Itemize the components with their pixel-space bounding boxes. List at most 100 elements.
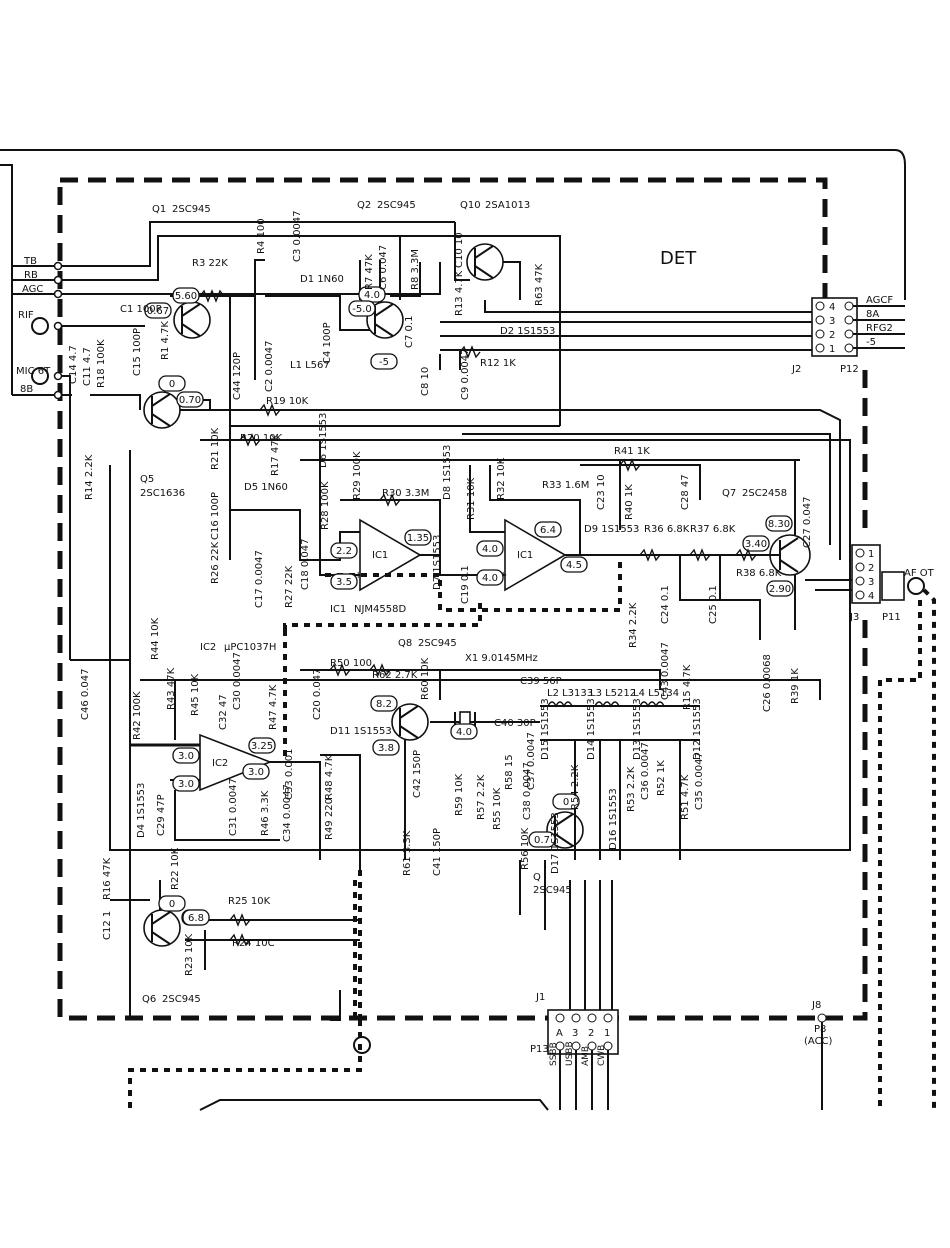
- voltage-marker: 0: [158, 895, 186, 912]
- voltage-marker: 3.40: [742, 535, 770, 552]
- label-c6: C6 0.047: [378, 245, 389, 290]
- input-label-rif: RIF: [18, 310, 34, 321]
- svg-text:1: 1: [829, 344, 835, 355]
- label-r41: R41 1K: [614, 446, 650, 457]
- bottom-outputs: [128, 990, 549, 1111]
- voltage-value: 4.0: [482, 544, 498, 555]
- ic2-part: μPC1037H: [224, 642, 276, 653]
- label-r21: R21 10K: [210, 427, 221, 470]
- label-c30: C30 0.0047: [232, 652, 243, 710]
- label-c20: C20 0.047: [312, 668, 323, 720]
- voltage-marker: 2.2: [330, 542, 358, 559]
- label-c39: C39 56P: [520, 676, 562, 687]
- label-c7: C7 0.1: [404, 316, 415, 348]
- label-r24: R24 10C: [232, 938, 275, 949]
- l3-label: L3 L5212: [590, 688, 636, 699]
- label-r39: R39 1K: [790, 668, 801, 704]
- input-label-tb: TB: [23, 256, 37, 267]
- outer-bus-left: [0, 164, 13, 395]
- label-r18: R18 100K: [96, 339, 107, 388]
- j3-plug: P11: [882, 612, 901, 623]
- svg-text:A: A: [556, 1028, 563, 1039]
- label-r34: R34 2.2K: [628, 602, 639, 648]
- label-c35: C35 0.0047: [694, 752, 705, 810]
- label-c2: C2 0.0047: [264, 340, 275, 392]
- voltage-value: 6.4: [540, 525, 556, 536]
- label-d14: D14 1S1553: [586, 698, 597, 760]
- label-r16: R16 47K: [102, 857, 113, 900]
- label-c28: C28 47: [680, 474, 691, 510]
- label-r26: R26 22K: [210, 541, 221, 584]
- voltage-value: 8.30: [768, 519, 790, 530]
- svg-text:2: 2: [868, 563, 874, 574]
- label-r53: R53 2.2K: [626, 766, 637, 812]
- l2-label: L2 L3133: [547, 688, 593, 699]
- j1-signal-usbb: USBB: [565, 1041, 575, 1066]
- label-c31: C31 0.0047: [228, 778, 239, 836]
- input-label-rb: RB: [24, 270, 38, 281]
- voltage-marker: 0: [552, 793, 580, 810]
- label-c19: C19 0.1: [460, 565, 471, 604]
- q8-label: Q8: [398, 638, 412, 649]
- q6-part: 2SC945: [162, 994, 201, 1005]
- label-c1: C1 100P: [120, 304, 162, 315]
- label-r7: R7 47K: [364, 254, 375, 290]
- label-r8: R8 3.3M: [410, 249, 421, 290]
- svg-text:1: 1: [868, 549, 874, 560]
- label-r57: R57 2.2K: [476, 774, 487, 820]
- label-r4: R4 100: [256, 218, 267, 254]
- q7-label: Q7: [722, 488, 736, 499]
- j8-plug: P8: [814, 1024, 826, 1035]
- label-d16: D16 1S1553: [608, 788, 619, 850]
- q5-label: Q5: [140, 474, 154, 485]
- q8-part: 2SC945: [418, 638, 457, 649]
- voltage-marker: -5.0: [348, 300, 376, 317]
- label-r52: R52 1K: [656, 760, 667, 796]
- q10-transistor: Q10 2SA1013: [460, 200, 530, 281]
- l4-label: L4 L5134: [633, 688, 679, 699]
- label-d17: D17 1S1553: [550, 812, 561, 874]
- voltage-value: 0.7: [534, 835, 550, 846]
- label-c14: C14 4.7: [68, 345, 79, 384]
- j3-label: J3: [849, 612, 859, 623]
- voltage-marker: 0.70: [176, 391, 204, 408]
- q2-transistor: Q2 2SC945: [357, 200, 416, 339]
- label-r36: R36 6.8K: [644, 524, 690, 535]
- label-c25: C25 0.1: [708, 585, 719, 624]
- label-r19: R19 10K: [266, 396, 309, 407]
- voltage-value: 3.8: [378, 743, 394, 754]
- label-r15: R15 4.7K: [682, 664, 693, 710]
- connector-j1: A 3 2 1 J1 P13 SSBB USBB AMB CWB: [530, 992, 619, 1110]
- j1-signal-amb: AMB: [581, 1046, 591, 1066]
- voltage-marker: 0: [158, 375, 186, 392]
- voltage-value: 3.5: [336, 577, 352, 588]
- label-c10: C10 10: [454, 232, 465, 268]
- j2-signal-rfg2: RFG2: [866, 323, 893, 334]
- label-r14: R14 2.2K: [84, 454, 95, 500]
- voltage-marker: 3.0: [172, 775, 200, 792]
- ic1-title: IC1: [330, 604, 346, 615]
- j1-label: J1: [535, 992, 545, 1003]
- component-bodies: [199, 289, 757, 947]
- label-c36: C36 0.0047: [640, 742, 651, 800]
- voltage-value: 8.2: [376, 699, 392, 710]
- ic2-box-label: IC2: [212, 758, 228, 769]
- label-d9: D9 1S1553: [584, 524, 639, 535]
- voltage-value: -5.0: [352, 304, 372, 315]
- q5-transistor: Q5 2SC1636: [140, 391, 185, 499]
- voltage-value: 0: [563, 797, 569, 808]
- label-r44: R44 10K: [150, 617, 161, 660]
- label-c16: C16 100P: [210, 492, 221, 540]
- label-c42: C42 150P: [412, 750, 423, 798]
- label-c23: C23 10: [596, 474, 607, 510]
- label-c9: C9 0.0047: [460, 348, 471, 400]
- voltage-value: 2.2: [336, 546, 352, 557]
- label-r60: R60 10K: [420, 657, 431, 700]
- j1-signal-cwb: CWB: [597, 1045, 607, 1066]
- voltage-marker: 2.90: [766, 580, 794, 597]
- label-r1: R1 4.7K: [160, 321, 171, 360]
- svg-text:2: 2: [588, 1028, 594, 1039]
- label-c24: C24 0.1: [660, 585, 671, 624]
- ic2-wiring: [70, 630, 821, 1020]
- q5-part: 2SC1636: [140, 488, 185, 499]
